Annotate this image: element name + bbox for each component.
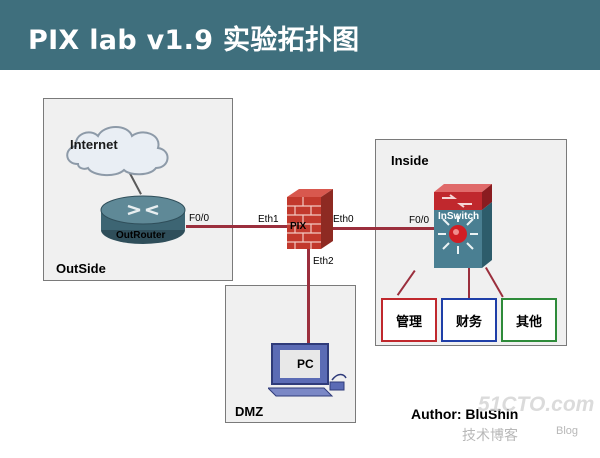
router-label: OutRouter [116,230,166,241]
port-pix-eth0: Eth0 [333,214,354,225]
watermark-blog: Blog [556,425,579,437]
internet-cloud-icon [66,126,169,176]
port-router-f0: F0/0 [189,213,210,224]
author-credit: Author: BluShin [411,406,519,422]
link-switch-dept2 [468,266,470,299]
switch-icon [434,184,492,268]
router-icon [100,195,186,244]
title-bar: PIX lab v1.9 实验拓扑图 [0,0,600,70]
link-pix-switch [330,227,440,230]
inside-label: Inside [391,153,429,168]
dept-box-management: 管理 [381,298,437,342]
link-router-pix [186,225,288,228]
page-title: PIX lab v1.9 实验拓扑图 [28,25,360,56]
internet-label: Internet [70,137,118,152]
pc-icon [268,343,347,397]
firewall-label: PIX [290,221,307,232]
dept-box-finance: 财务 [441,298,497,342]
link-pix-dmz [307,248,310,348]
watermark-site: 51CTO.com [478,393,595,416]
port-switch-f0: F0/0 [409,215,430,226]
dept-box-other: 其他 [501,298,557,342]
watermark-sub: 技术博客 [462,428,518,444]
switch-label: InSwitch [438,211,480,222]
port-pix-eth1: Eth1 [258,214,279,225]
firewall-icon [287,189,333,249]
outside-label: OutSide [56,261,106,276]
port-pix-eth2: Eth2 [313,256,334,267]
pc-label: PC [297,357,314,371]
dmz-label: DMZ [235,404,264,419]
